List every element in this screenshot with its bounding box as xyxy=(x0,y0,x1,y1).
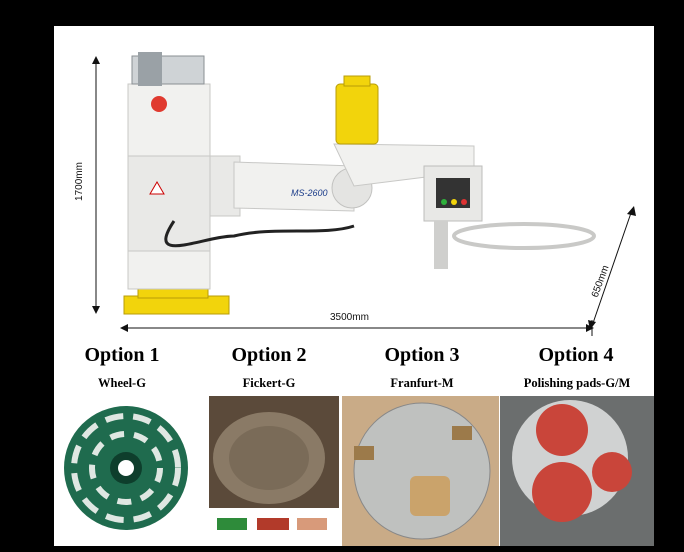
width-dimension-label: 3500mm xyxy=(330,312,369,323)
product-sheet: MS-2600 1700mm 3500mm 650mm Option 1 Opt… xyxy=(54,26,654,546)
option-4-subtitle: Polishing pads-G/M xyxy=(523,376,631,390)
model-label: MS-2600 xyxy=(291,188,328,198)
franfurt-m-photo xyxy=(342,396,499,546)
height-dimension-label: 1700mm xyxy=(73,162,85,201)
machine-illustration xyxy=(123,52,596,315)
height-dimension-line xyxy=(92,56,100,314)
option-3-subtitle: Franfurt-M xyxy=(390,376,454,390)
wheel-g-photo xyxy=(54,396,206,546)
arm-dimension-line xyxy=(588,206,636,330)
option-3-title: Option 3 xyxy=(384,344,460,366)
option-2-subtitle: Fickert-G xyxy=(242,376,296,390)
option-1-subtitle: Wheel-G xyxy=(98,376,146,390)
fickert-g-photo xyxy=(209,396,339,546)
option-1-title: Option 1 xyxy=(84,344,160,366)
option-2-title: Option 2 xyxy=(231,344,307,366)
option-4-title: Option 4 xyxy=(538,344,614,366)
polishing-pads-photo xyxy=(500,396,654,546)
